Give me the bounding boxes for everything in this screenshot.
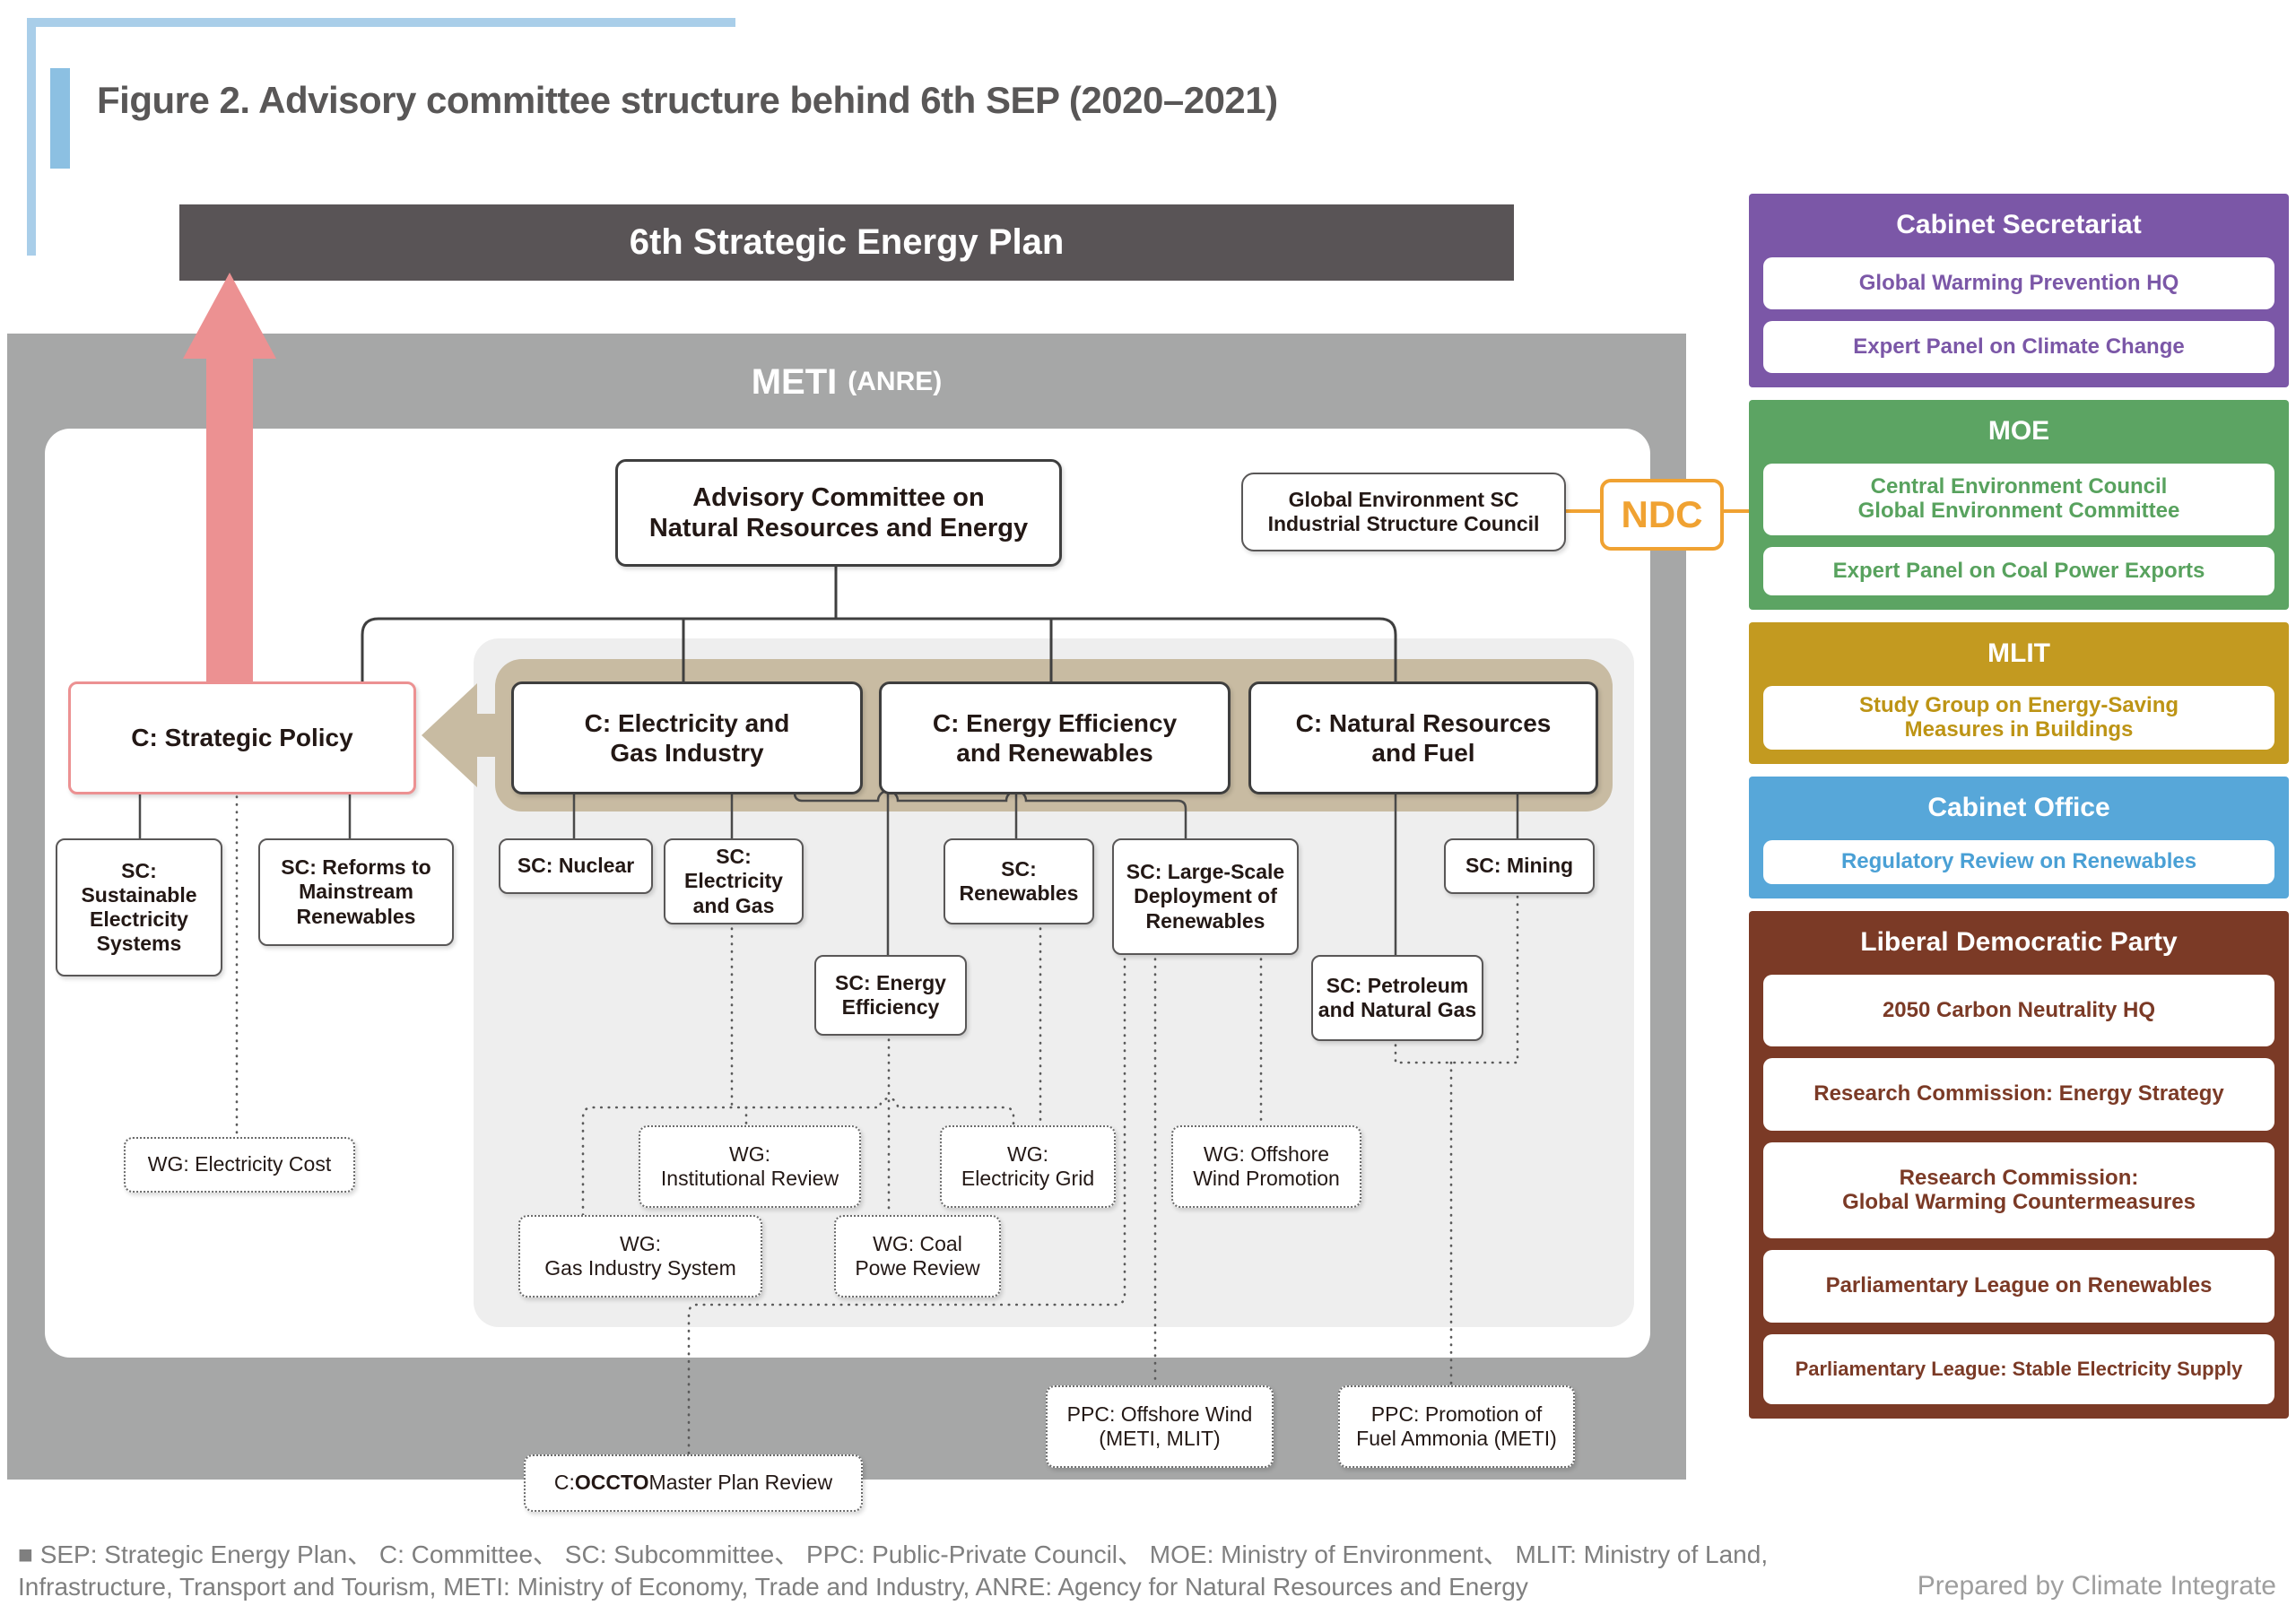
sc-electricity-gas: SC: Electricity and Gas: [664, 838, 804, 924]
legend-line-2: Infrastructure, Transport and Tourism, M…: [18, 1573, 1528, 1601]
sidebar-item: Expert Panel on Climate Change: [1763, 321, 2274, 373]
credit: Prepared by Climate Integrate: [1917, 1571, 2276, 1601]
sidebar-item: Research Commission: Energy Strategy: [1763, 1058, 2274, 1131]
ppc-offshore-wind: PPC: Offshore Wind (METI, MLIT): [1046, 1385, 1274, 1468]
sidebar-item: Study Group on Energy-Saving Measures in…: [1763, 686, 2274, 750]
sc-sustainable-electricity: SC: Sustainable Electricity Systems: [56, 838, 222, 976]
wg-electricity-grid: WG: Electricity Grid: [940, 1125, 1116, 1208]
wg-institutional-review: WG: Institutional Review: [639, 1125, 861, 1208]
panel-title: Cabinet Secretariat: [1896, 210, 2142, 239]
legend-line-1: ■ SEP: Strategic Energy Plan、 C: Committ…: [18, 1541, 1769, 1568]
meti-name: METI: [751, 361, 838, 402]
sc-petroleum-gas: SC: Petroleum and Natural Gas: [1311, 955, 1483, 1041]
sc-energy-efficiency: SC: Energy Efficiency: [814, 955, 967, 1036]
sidebar-item: Parliamentary League on Renewables: [1763, 1250, 2274, 1323]
wg-offshore-wind-promotion: WG: Offshore Wind Promotion: [1171, 1125, 1361, 1208]
sc-reforms-renewables: SC: Reforms to Mainstream Renewables: [258, 838, 454, 946]
panel-title: Liberal Democratic Party: [1860, 927, 2178, 957]
sc-mining: SC: Mining: [1444, 838, 1595, 894]
panel-moe: MOE Central Environment Council Global E…: [1749, 400, 2289, 610]
page-title: Figure 2. Advisory committee structure b…: [97, 79, 1278, 121]
advisory-committee-box: Advisory Committee on Natural Resources …: [615, 459, 1062, 567]
sidebar-item: Parliamentary League: Stable Electricity…: [1763, 1333, 2274, 1404]
occto-suffix: Master Plan Review: [648, 1471, 833, 1495]
panel-title: MOE: [1987, 416, 2050, 446]
committee-natural-resources: C: Natural Resources and Fuel: [1248, 681, 1598, 794]
wg-gas-industry-system: WG: Gas Industry System: [518, 1215, 762, 1298]
title-accent-bar: [50, 68, 70, 169]
corner-frame-left: [27, 18, 36, 256]
panel-title: Cabinet Office: [1927, 793, 2110, 822]
sidebar-item: Central Environment Council Global Envir…: [1763, 464, 2274, 536]
sidebar-item: Regulatory Review on Renewables: [1763, 840, 2274, 884]
sidebar-item: Global Warming Prevention HQ: [1763, 257, 2274, 309]
committee-strategic-policy: C: Strategic Policy: [68, 681, 416, 794]
ppc-fuel-ammonia: PPC: Promotion of Fuel Ammonia (METI): [1338, 1385, 1575, 1468]
occto-prefix: C:: [553, 1471, 575, 1495]
panel-mlit: MLIT Study Group on Energy-Saving Measur…: [1749, 622, 2289, 764]
occto-master-plan: C: OCCTO Master Plan Review: [524, 1454, 863, 1512]
sc-renewables: SC: Renewables: [944, 838, 1094, 924]
panel-cabinet-office: Cabinet Office Regulatory Review on Rene…: [1749, 777, 2289, 898]
corner-frame-top: [27, 18, 735, 27]
panel-ldp: Liberal Democratic Party 2050 Carbon Neu…: [1749, 911, 2289, 1419]
committee-electricity-gas: C: Electricity and Gas Industry: [511, 681, 863, 794]
ndc-badge: NDC: [1600, 479, 1724, 551]
sc-nuclear: SC: Nuclear: [499, 838, 653, 894]
sidebar-item: Expert Panel on Coal Power Exports: [1763, 547, 2274, 595]
committee-energy-efficiency: C: Energy Efficiency and Renewables: [879, 681, 1231, 794]
global-environment-sc-box: Global Environment SC Industrial Structu…: [1241, 473, 1566, 551]
sidebar-item: Research Commission: Global Warming Coun…: [1763, 1141, 2274, 1239]
wg-electricity-cost: WG: Electricity Cost: [124, 1137, 355, 1193]
sidebar-item: 2050 Carbon Neutrality HQ: [1763, 975, 2274, 1047]
sep-banner: 6th Strategic Energy Plan: [179, 204, 1514, 281]
meti-sub: (ANRE): [848, 367, 943, 396]
wg-coal-power-review: WG: Coal Powe Review: [834, 1215, 1001, 1298]
occto-bold: OCCTO: [574, 1471, 649, 1495]
meti-label: METI (ANRE): [7, 355, 1686, 409]
panel-title: MLIT: [1987, 638, 2050, 668]
sc-large-scale-deployment: SC: Large-Scale Deployment of Renewables: [1112, 838, 1299, 955]
panel-cabinet-secretariat: Cabinet Secretariat Global Warming Preve…: [1749, 194, 2289, 387]
